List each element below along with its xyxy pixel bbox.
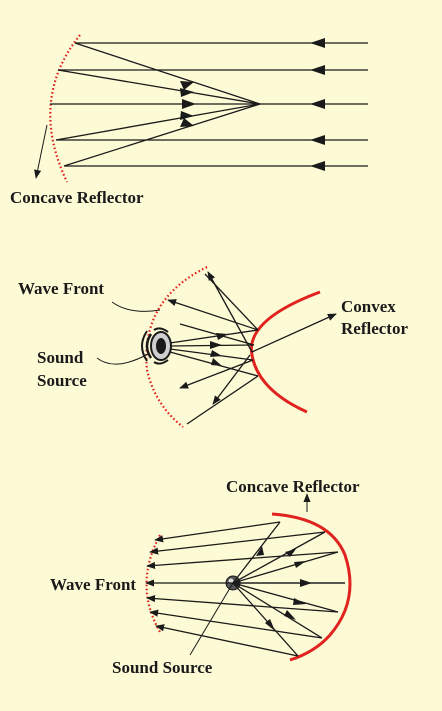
reflected-ray [167, 299, 259, 331]
reflected-ray [63, 103, 261, 167]
arrow-head [284, 610, 296, 620]
diagram-2: Wave Front Convex Reflector Sound Source [18, 266, 408, 428]
sound-source-label-2: Sound Source [37, 348, 88, 390]
reflected-ray [146, 595, 339, 613]
wave-front-label: Wave Front [18, 279, 104, 298]
convex-reflector-line-1: Convex [341, 297, 396, 316]
label-pointer [34, 124, 48, 179]
arrow-head [310, 161, 325, 171]
reflected-ray [207, 271, 253, 353]
arrow-head [182, 99, 196, 109]
sound-source-pointer [189, 582, 234, 656]
arrow-head [265, 619, 275, 631]
sound-source-line-2: Source [37, 371, 87, 390]
concave-reflector-3 [271, 512, 352, 662]
source-ray [232, 582, 339, 613]
reflected-ray [146, 551, 339, 569]
arrow-head [310, 65, 325, 75]
sound-source-line-1: Sound [37, 348, 84, 367]
source-ray [232, 582, 323, 639]
arrow-head [210, 341, 222, 349]
concave-reflector-label-3: Concave Reflector [226, 477, 360, 496]
source-ray [232, 521, 281, 584]
convex-reflector [249, 290, 321, 414]
reflected-ray [74, 42, 261, 105]
reflected-ray [55, 103, 261, 141]
reflected-ray [149, 531, 326, 555]
sphere-highlight [228, 578, 234, 584]
arrow-head [210, 350, 222, 357]
convex-reflector-label: Convex Reflector [341, 297, 408, 338]
arrow-head [180, 88, 194, 97]
wave-front-label-3: Wave Front [50, 575, 136, 594]
source-ray [232, 531, 326, 584]
reflected-ray [57, 69, 261, 105]
sound-source-leader [96, 353, 149, 365]
diagram-1: Concave Reflector [10, 34, 368, 207]
sound-source-label-3: Sound Source [112, 658, 213, 677]
arrow-head [285, 549, 296, 557]
arrow-head [180, 81, 194, 90]
arrow-head [294, 561, 306, 568]
outgoing-ray [251, 313, 337, 353]
arrow-head [310, 99, 325, 109]
speaker-icon [141, 327, 172, 365]
concave-reflector-1 [49, 34, 81, 183]
reflected-ray [179, 359, 254, 389]
incident-ray [169, 329, 259, 344]
wave-front-2 [145, 266, 208, 428]
arrow-head [256, 546, 264, 556]
arrow-head [180, 111, 194, 120]
arrow-head [310, 38, 325, 48]
source-ray [232, 582, 299, 657]
arrow-head [300, 579, 312, 587]
wave-front-leader [111, 301, 161, 312]
diagram-3: Concave Reflector Wave Front Sound Sourc… [50, 477, 360, 677]
reflected-ray [155, 624, 299, 657]
convex-reflector-line-2: Reflector [341, 319, 408, 338]
source-ray [232, 551, 339, 584]
reflected-ray [154, 521, 281, 543]
reflected-ray [149, 609, 323, 639]
reflected-ray [186, 375, 259, 425]
arrow-head [216, 333, 228, 340]
arrow-head [310, 135, 325, 145]
reflected-ray [212, 354, 251, 405]
arrow-head [180, 118, 194, 127]
arrow-head [293, 598, 306, 605]
concave-reflector-label: Concave Reflector [10, 188, 144, 207]
arrow-head [211, 358, 222, 366]
